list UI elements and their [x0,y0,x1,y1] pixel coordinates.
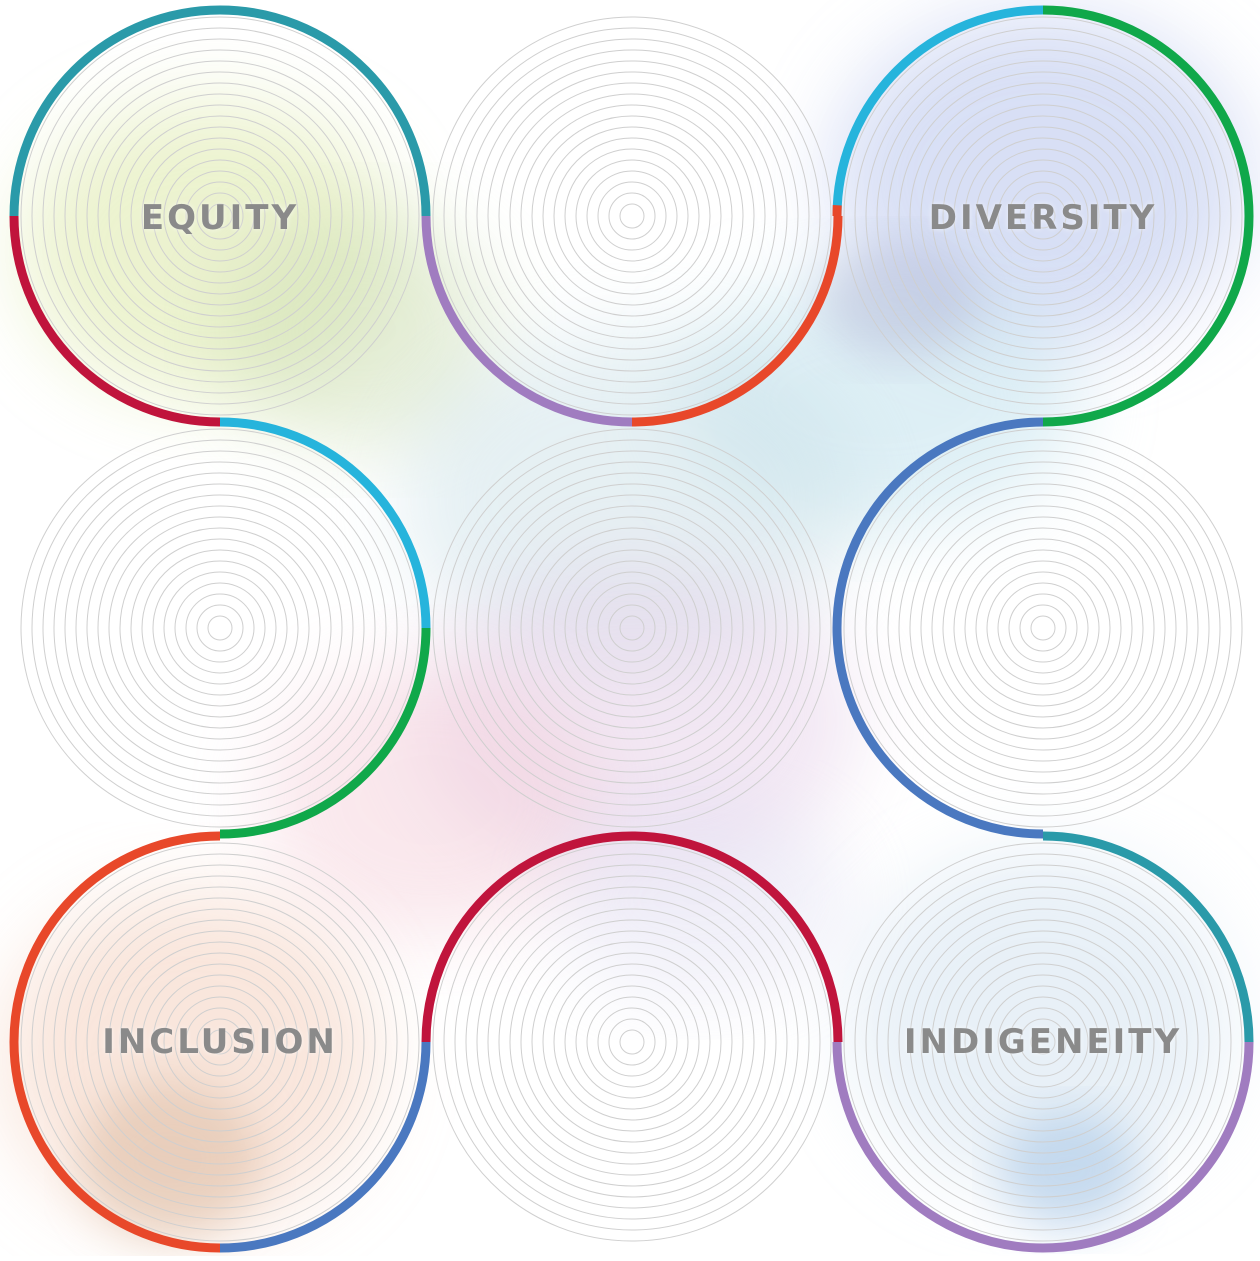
ring-line [609,1019,655,1065]
ring-line [554,138,710,294]
ring-line [576,160,688,272]
ring-line [620,204,644,228]
ring-line [976,561,1110,695]
ring-line [899,484,1187,772]
ring-line [208,616,232,640]
equity-label: EQUITY [141,198,299,238]
diversity-label: DIVERSITY [929,198,1158,238]
ring-line [598,182,666,250]
ring-line [131,539,309,717]
ring-line [510,94,754,338]
ring-line [175,583,265,673]
middle-left-arc-sky_blue [220,422,426,628]
ring-line [954,539,1132,717]
ring-line [609,193,655,239]
ring-line [164,572,276,684]
ring-line [499,83,765,349]
ring-line [921,506,1165,750]
ring-line [197,605,243,651]
ring-line [987,572,1099,684]
ring-line [620,1030,644,1054]
ring-line [532,116,732,316]
ring-line [186,594,254,662]
ring-line [598,1008,666,1076]
indigeneity-label: INDIGENEITY [904,1022,1182,1062]
ring-line [120,528,320,728]
ring-line [543,127,721,305]
ring-line [587,997,677,1087]
ring-line [587,171,677,261]
inclusion-label: INCLUSION [102,1022,338,1062]
ring-line [142,550,298,706]
ring-line [153,561,287,695]
ring-line [1031,616,1055,640]
ring-line [998,583,1088,673]
ring-line [565,149,699,283]
ring-line [576,986,688,1098]
ring-line [1009,594,1077,662]
watercolor-blob [550,800,850,1000]
ring-line [965,550,1121,706]
ring-line [943,528,1143,728]
ring-line [1020,605,1066,651]
ring-line [910,495,1176,761]
